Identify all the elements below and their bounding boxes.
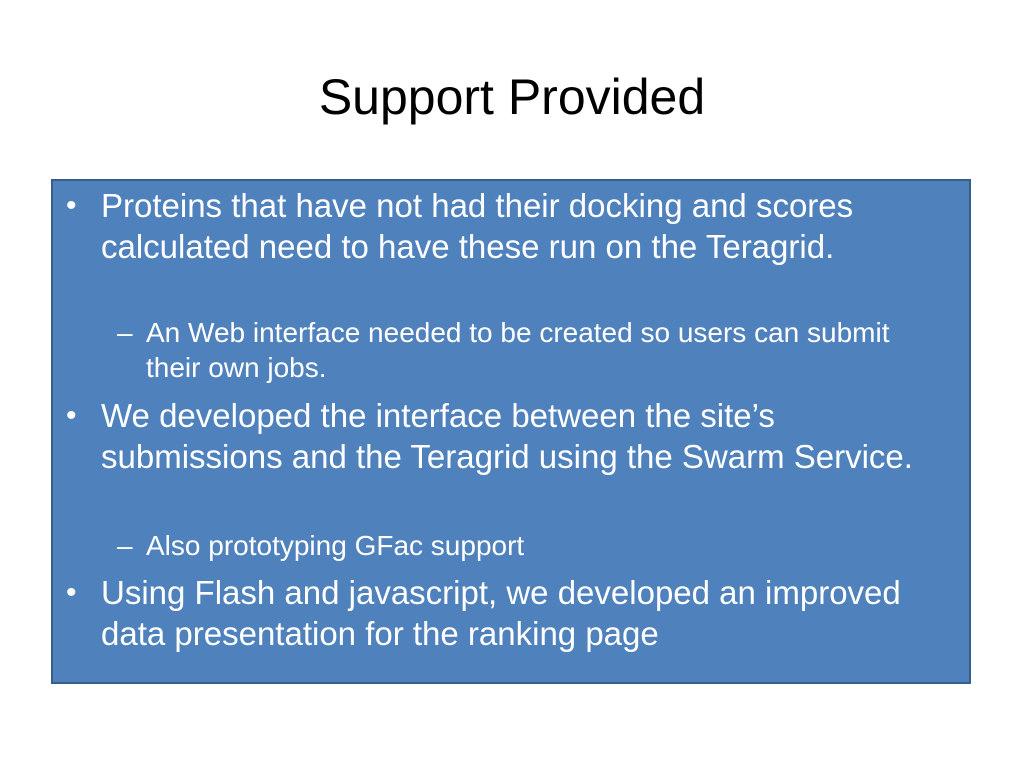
bullet-text: Using Flash and javascript, we developed… xyxy=(101,574,901,652)
bullet-item: • Proteins that have not had their docki… xyxy=(53,185,969,267)
sub-bullet-text: An Web interface needed to be created so… xyxy=(146,317,890,383)
sub-bullet-item: – Also prototyping GFac support xyxy=(53,528,969,563)
bullet-item: • Using Flash and javascript, we develop… xyxy=(53,572,969,654)
bullet-item: • We developed the interface between the… xyxy=(53,395,969,477)
slide-title: Support Provided xyxy=(318,69,706,125)
content-box: • Proteins that have not had their docki… xyxy=(51,179,971,684)
bullet-text: We developed the interface between the s… xyxy=(101,397,913,475)
dash-icon: – xyxy=(117,530,133,561)
bullet-icon: • xyxy=(66,189,77,222)
bullet-text: Proteins that have not had their docking… xyxy=(101,187,854,265)
bullet-icon: • xyxy=(66,576,77,609)
bullet-icon: • xyxy=(66,399,77,432)
sub-bullet-item: – An Web interface needed to be created … xyxy=(53,315,969,385)
sub-bullet-text: Also prototyping GFac support xyxy=(146,530,525,561)
dash-icon: – xyxy=(117,317,133,348)
